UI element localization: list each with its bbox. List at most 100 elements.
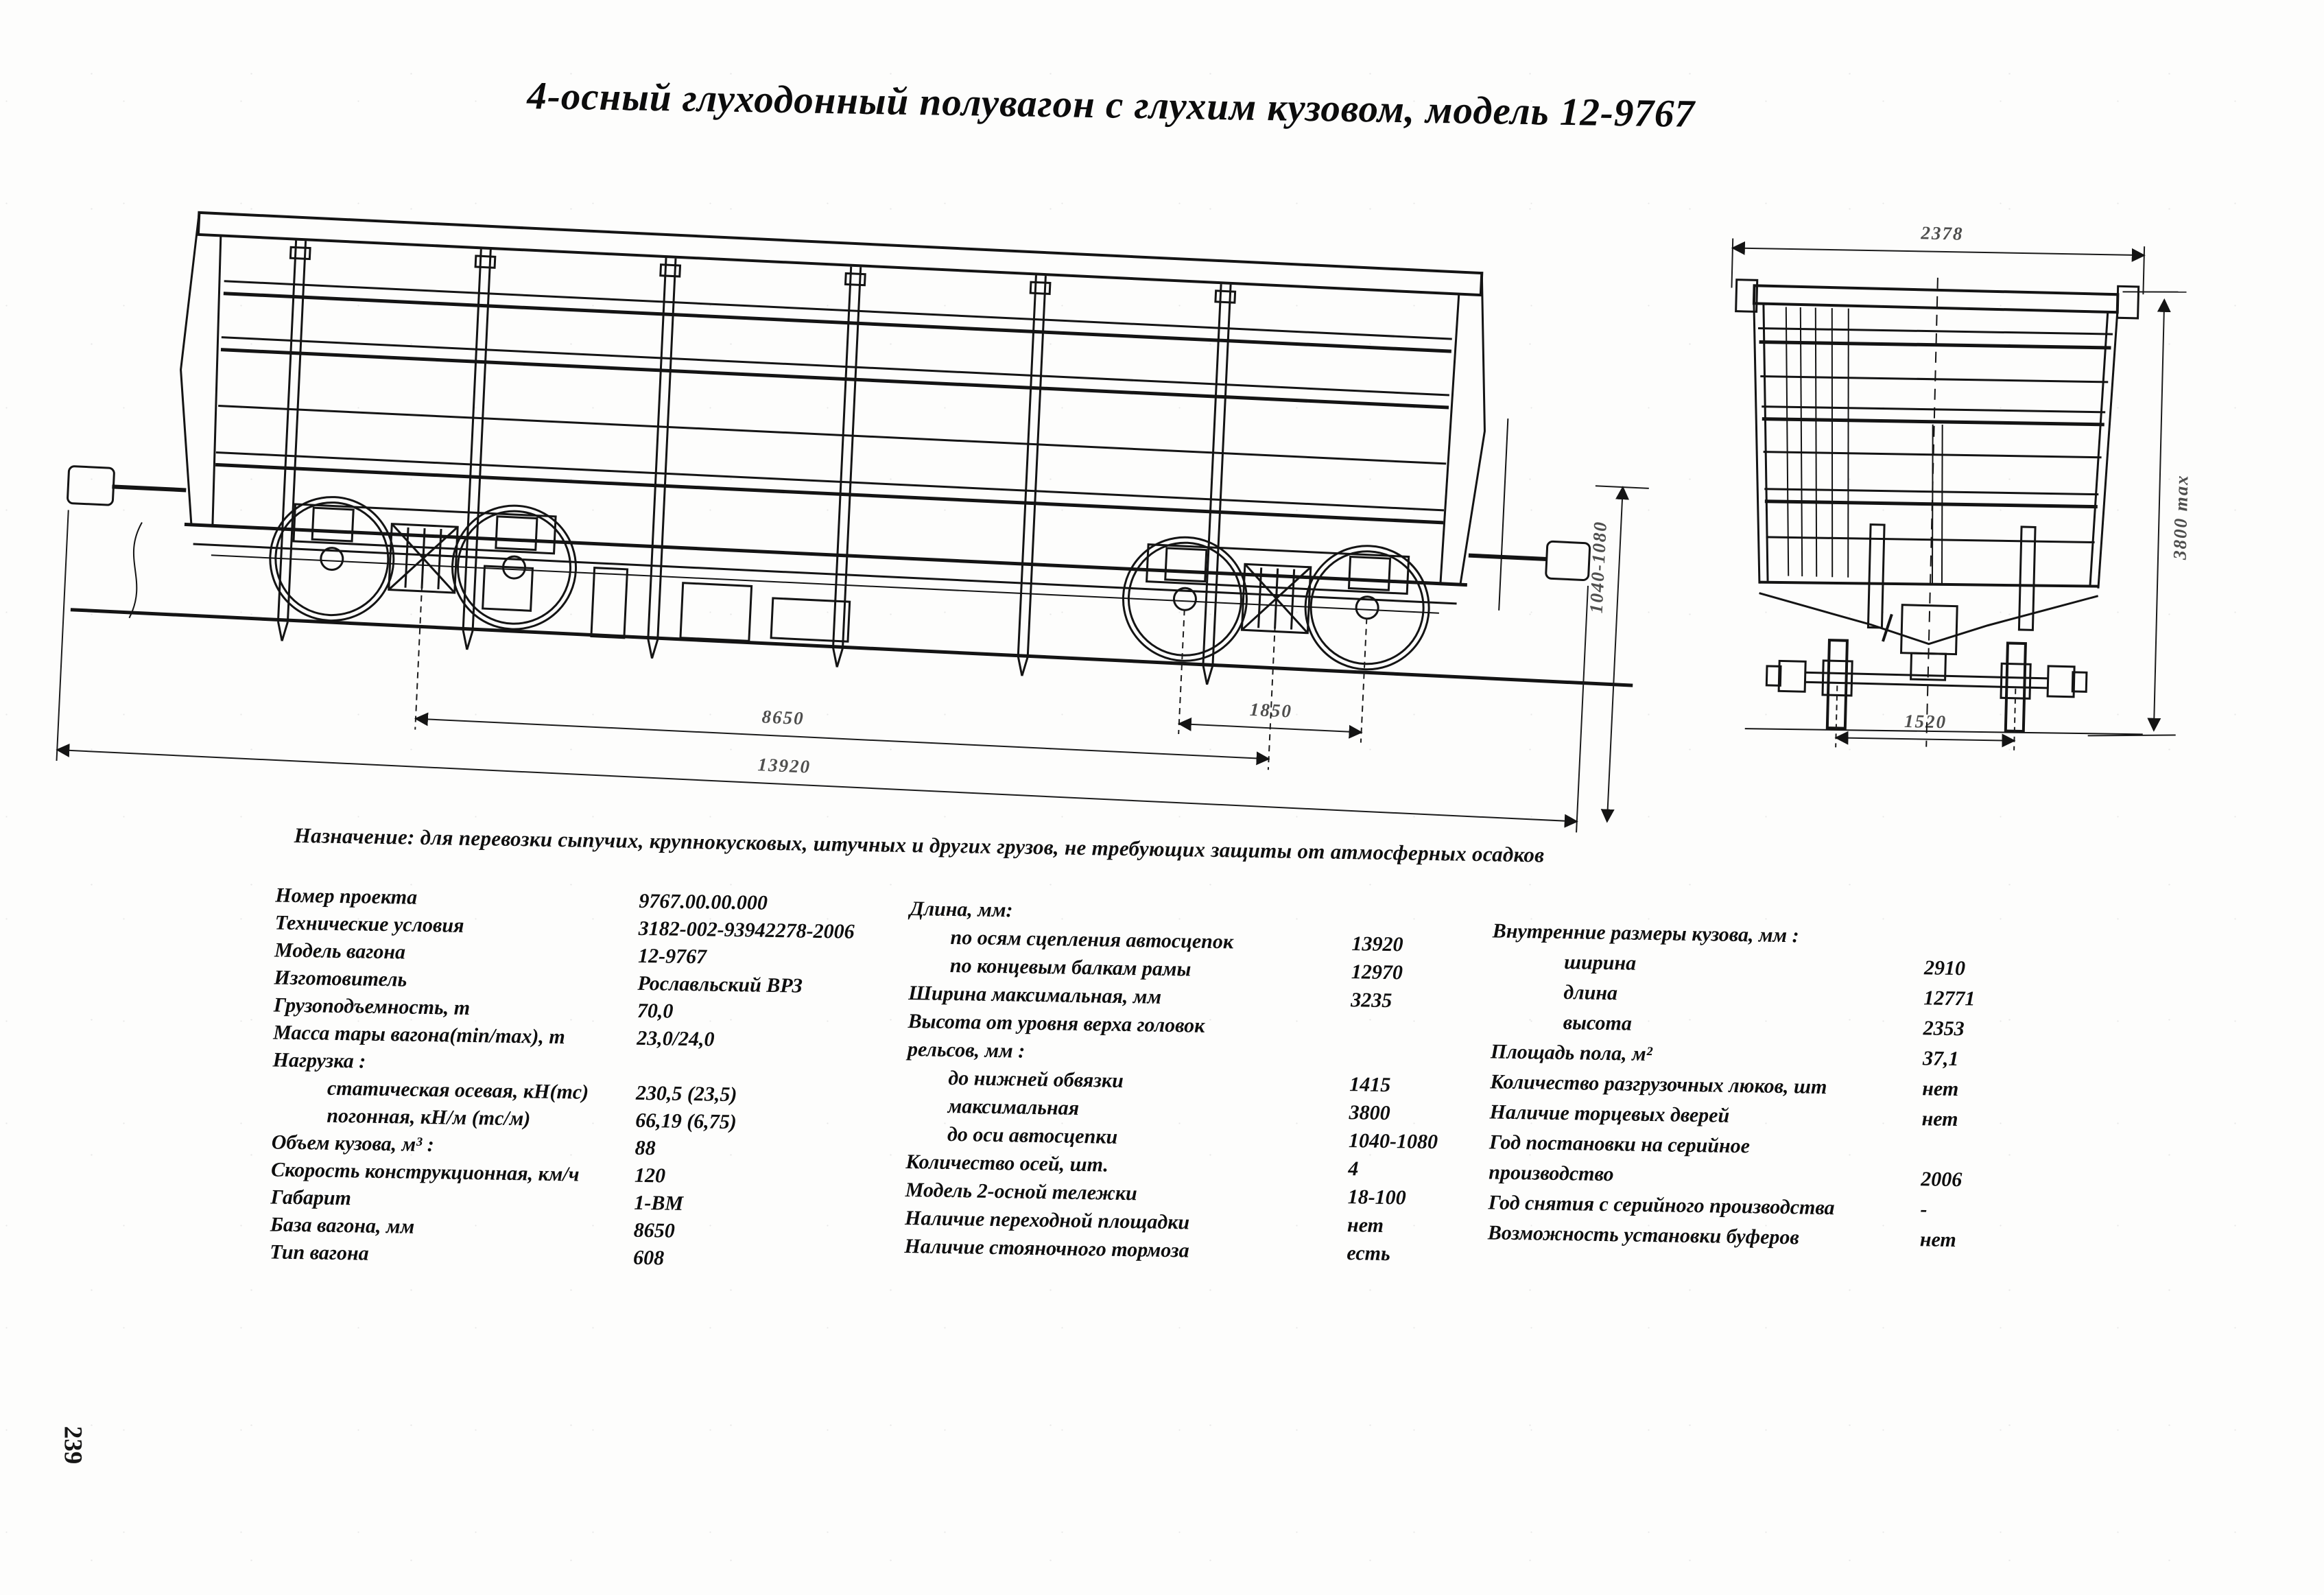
spec-value: 23,0/24,0 [636, 1026, 715, 1051]
spec-label: до нижней обвязки [948, 1066, 1124, 1092]
spec-value: 3235 [1350, 989, 1392, 1013]
spec-label: погонная, кН/м (тс/м) [327, 1104, 531, 1131]
spec-label: длина [1563, 981, 1618, 1005]
spec-label: Габарит [270, 1185, 352, 1210]
stanchion [1196, 283, 1237, 687]
coupler-right [1468, 538, 1590, 580]
underframe-box [483, 566, 533, 611]
spec-label: Модель вагона [274, 938, 406, 964]
spec-value: нет [1919, 1228, 1957, 1252]
spec-value: 12-9767 [637, 944, 707, 969]
dim-coupler-axis-height: 1040-1080 [1585, 520, 1611, 614]
spec-label: Количество осей, шт. [905, 1150, 1109, 1177]
dim-top-width: 2378 [1921, 222, 1964, 244]
spec-value: 3800 [1349, 1101, 1390, 1125]
dim-bogie-wheelbase: 1850 [1249, 698, 1293, 722]
spec-label: Наличие стояночного тормоза [904, 1234, 1189, 1262]
spec-label: до оси автосцепки [947, 1122, 1118, 1148]
spec-value: 18-100 [1347, 1185, 1406, 1209]
dimension-lines [1720, 237, 2187, 756]
stanchion [271, 239, 312, 643]
spec-value: 2910 [1923, 956, 1966, 980]
spec-value: 13920 [1351, 932, 1403, 956]
spec-value: 2353 [1923, 1017, 1965, 1041]
underframe-box [591, 568, 628, 638]
spec-value: Рославльский ВРЗ [637, 971, 803, 997]
spec-value: 2006 [1920, 1168, 1963, 1192]
dim-length-over-couplers: 13920 [757, 754, 811, 777]
spec-label: Наличие торцевых дверей [1489, 1100, 1730, 1127]
dim-max-height: 3800 max [2169, 473, 2192, 560]
spec-label: Тип вагона [270, 1240, 369, 1265]
spec-column-3: Внутренние размеры кузова, мм : ширина 291… [1488, 916, 2288, 1260]
spec-label: Изготовитель [274, 966, 407, 991]
wagon-body [61, 207, 1652, 705]
spec-value: 12970 [1351, 960, 1403, 984]
spec-value: 3182-002-93942278-2006 [638, 917, 855, 943]
spec-label: Масса тары вагона(min/max), т [273, 1021, 566, 1049]
underframe-box [771, 598, 850, 641]
spec-label: Скорость конструкционная, км/ч [270, 1158, 580, 1186]
coupler-left [62, 466, 187, 620]
spec-label: рельсов, мм : [907, 1038, 1025, 1063]
dimension-lines [56, 414, 1649, 836]
spec-label: максимальная [947, 1094, 1080, 1120]
spec-label: Внутренние размеры кузова, мм : [1492, 919, 1799, 947]
spec-label: ширина [1563, 951, 1637, 975]
spec-value: 12771 [1923, 986, 1976, 1011]
bogie [1120, 534, 1432, 672]
spec-label: Возможность установки буферов [1487, 1221, 1800, 1249]
spec-value: 8650 [633, 1218, 676, 1242]
bogie [268, 494, 579, 632]
end-view-wrapper: 2378 3800 max 1520 [1661, 197, 2210, 779]
spec-value: 9767.00.00.000 [639, 889, 768, 914]
side-view-wrapper: 1850 8650 13920 1040-1080 [32, 172, 1674, 920]
spec-value: 37,1 [1922, 1047, 1959, 1071]
stanchion [826, 265, 867, 669]
centerline [1926, 278, 1938, 747]
spec-value: 88 [635, 1136, 656, 1160]
spec-value: 1-ВМ [634, 1191, 684, 1215]
end-view-drawing [1661, 197, 2210, 779]
spec-label: по осям сцепления автосцепок [950, 925, 1234, 954]
dim-wagon-base: 8650 [761, 706, 805, 729]
spec-value: 120 [634, 1163, 666, 1188]
dim-track-gauge: 1520 [1904, 710, 1947, 733]
spec-label: Наличие переходной площадки [904, 1206, 1190, 1234]
page-title: 4-осный глуходонный полувагон с глухим к… [526, 74, 1696, 136]
spec-label: статическая осевая, кН(тс) [327, 1076, 589, 1104]
page-number: 239 [58, 1426, 87, 1465]
spec-label: Объем кузова, м³ : [271, 1131, 434, 1157]
stanchion [641, 257, 682, 660]
spec-label: высота [1563, 1011, 1633, 1035]
spec-value: 1040-1080 [1348, 1129, 1438, 1154]
spec-label: производство [1489, 1161, 1614, 1186]
spec-label: Количество разгрузочных люков, шт [1490, 1070, 1827, 1099]
spec-label: Модель 2-осной тележки [905, 1178, 1137, 1205]
spec-label: Ширина максимальная, мм [908, 982, 1162, 1008]
rail [71, 610, 1633, 685]
spec-label: База вагона, мм [270, 1213, 415, 1238]
spec-label: Грузоподъемность, т [273, 993, 471, 1019]
spec-label: Год постановки на серийное [1489, 1131, 1751, 1158]
spec-value: 70,0 [637, 999, 674, 1023]
spec-label: Площадь пола, м² [1490, 1040, 1653, 1066]
spec-value: есть [1347, 1242, 1390, 1266]
spec-label: Высота от уровня верха головок [908, 1010, 1205, 1037]
brake-cylinder [680, 583, 752, 641]
spec-value: 66,19 (6,75) [635, 1109, 737, 1134]
end-body [1725, 273, 2154, 753]
spec-label: по концевым балкам рамы [949, 954, 1191, 981]
spec-value: - [1920, 1198, 1928, 1221]
spec-value: 230,5 (23,5) [635, 1081, 737, 1107]
spec-label: Номер проекта [275, 884, 418, 909]
spec-value: 608 [632, 1246, 665, 1270]
side-view-drawing [56, 172, 1674, 920]
spec-value: нет [1921, 1107, 1958, 1131]
spec-value: 1415 [1349, 1073, 1391, 1097]
spec-value: 4 [1348, 1157, 1359, 1181]
spec-value: нет [1922, 1077, 1959, 1101]
